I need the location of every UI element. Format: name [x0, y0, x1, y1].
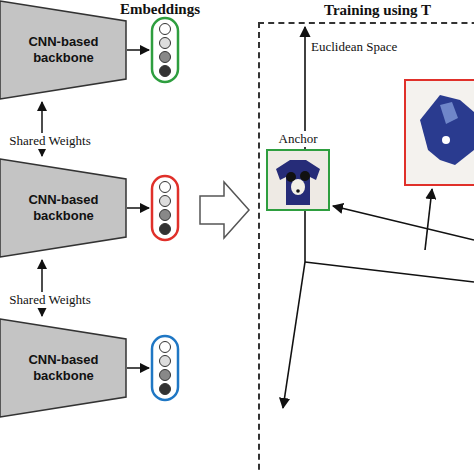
edge-label: Shared Weights [7, 292, 92, 308]
node-label: CNN-based backbone [27, 34, 101, 65]
output-arrow [127, 207, 149, 209]
training-panel: Training using T Anchor [258, 0, 474, 474]
mickey-ear [300, 171, 310, 181]
embedding-vector [152, 18, 178, 82]
positive-sample-image [405, 80, 474, 185]
output-arrow [127, 49, 149, 51]
edge-label: Shared Weights [7, 133, 92, 149]
shirt-illustration [268, 151, 328, 209]
dashed-panel-border [258, 22, 474, 474]
block-arrow [200, 182, 249, 238]
embedding-vector [152, 176, 178, 240]
text-wrap: CNN-based backbone [0, 0, 127, 100]
axis-line [283, 262, 305, 408]
space-label: Euclidean Space [311, 39, 397, 55]
node-label: CNN-based backbone [27, 192, 101, 223]
output-arrow [127, 367, 149, 369]
anchor-image: Anchor [266, 131, 330, 215]
axis-line [305, 262, 474, 282]
mickey-nose [296, 189, 300, 193]
distance-arrow [425, 189, 432, 250]
trapezoid-outline [0, 1, 126, 99]
text-wrap: CNN-based backbone [0, 158, 127, 258]
embedding-vector [152, 336, 178, 400]
mickey-face [291, 179, 305, 195]
shirt-shape [276, 160, 320, 205]
backbone-block: CNN-based backbone [0, 318, 127, 418]
anchor-picture [266, 149, 330, 211]
text-wrap: CNN-based backbone [0, 318, 127, 418]
trapezoid-outline [0, 159, 126, 257]
node-label: CNN-based backbone [27, 352, 101, 383]
distance-arrow [333, 206, 474, 240]
column-heading: Embeddings [120, 1, 200, 18]
image-label: Anchor [277, 131, 320, 147]
trapezoid-outline [0, 319, 126, 417]
backbone-block: CNN-based backbone [0, 0, 127, 100]
panel-heading: Training using T [324, 2, 431, 19]
backbone-block: CNN-based backbone [0, 158, 127, 258]
